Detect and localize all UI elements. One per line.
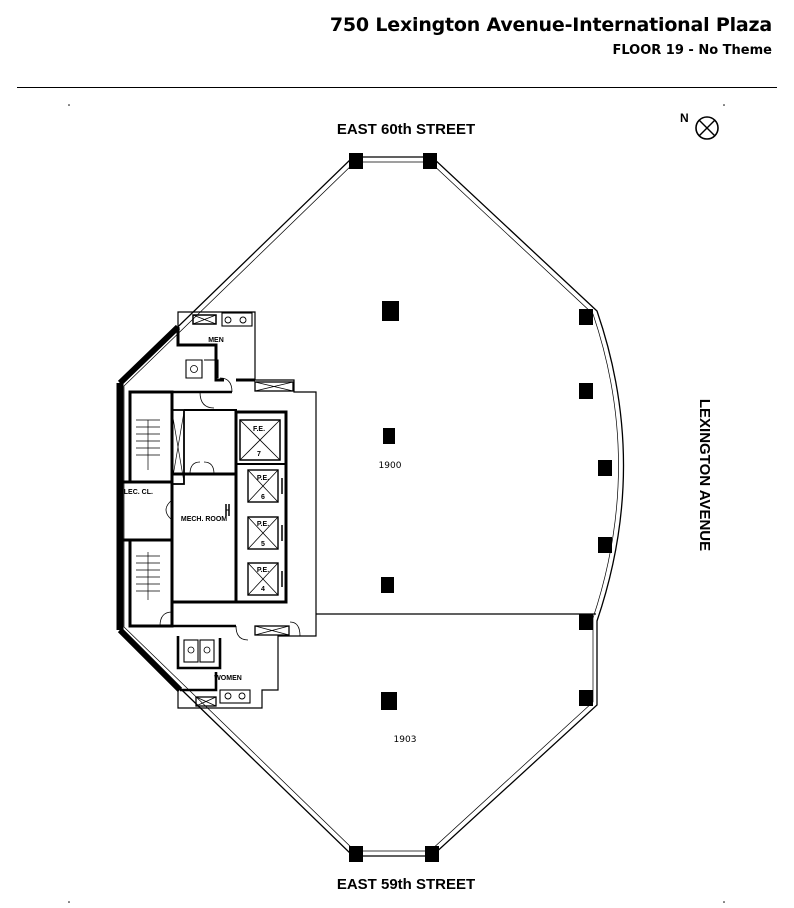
women-room-label: WOMEN — [214, 675, 242, 682]
street-label-east: LEXINGTON AVENUE — [696, 399, 713, 551]
street-label-north: EAST 60th STREET — [337, 121, 475, 138]
elevator-labels: F.E. 7 P.E. 6 P.E. 5 P.E. 4 — [253, 426, 269, 593]
street-label-south: EAST 59th STREET — [337, 876, 475, 893]
elevator-7-number: 7 — [257, 451, 261, 458]
floor-subtitle: FLOOR 19 - No Theme — [612, 43, 772, 58]
exterior-wall — [116, 156, 625, 857]
elevator-5-number: 5 — [261, 541, 265, 548]
elec-closet-label: ELEC. CL. — [119, 489, 153, 496]
suite-1903-label[interactable]: 1903 — [394, 735, 417, 745]
building-title: 750 Lexington Avenue-International Plaza — [329, 14, 772, 36]
elevator-4-label: P.E. — [257, 567, 269, 574]
compass-label: N — [680, 111, 689, 125]
men-room-label: MEN — [208, 337, 224, 344]
elevator-5-label: P.E. — [257, 521, 269, 528]
north-arrow-icon: N — [680, 111, 719, 140]
building-core — [120, 311, 317, 709]
suite-1900-label[interactable]: 1900 — [379, 461, 402, 471]
elevator-6-label: P.E. — [257, 475, 269, 482]
columns — [349, 153, 612, 862]
elevator-4-number: 4 — [261, 586, 265, 593]
elevator-6-number: 6 — [261, 494, 265, 501]
elevator-7-label: F.E. — [253, 426, 265, 433]
mech-room-label: MECH. ROOM — [181, 516, 227, 523]
registration-marks — [68, 104, 725, 903]
header-divider — [17, 87, 777, 88]
